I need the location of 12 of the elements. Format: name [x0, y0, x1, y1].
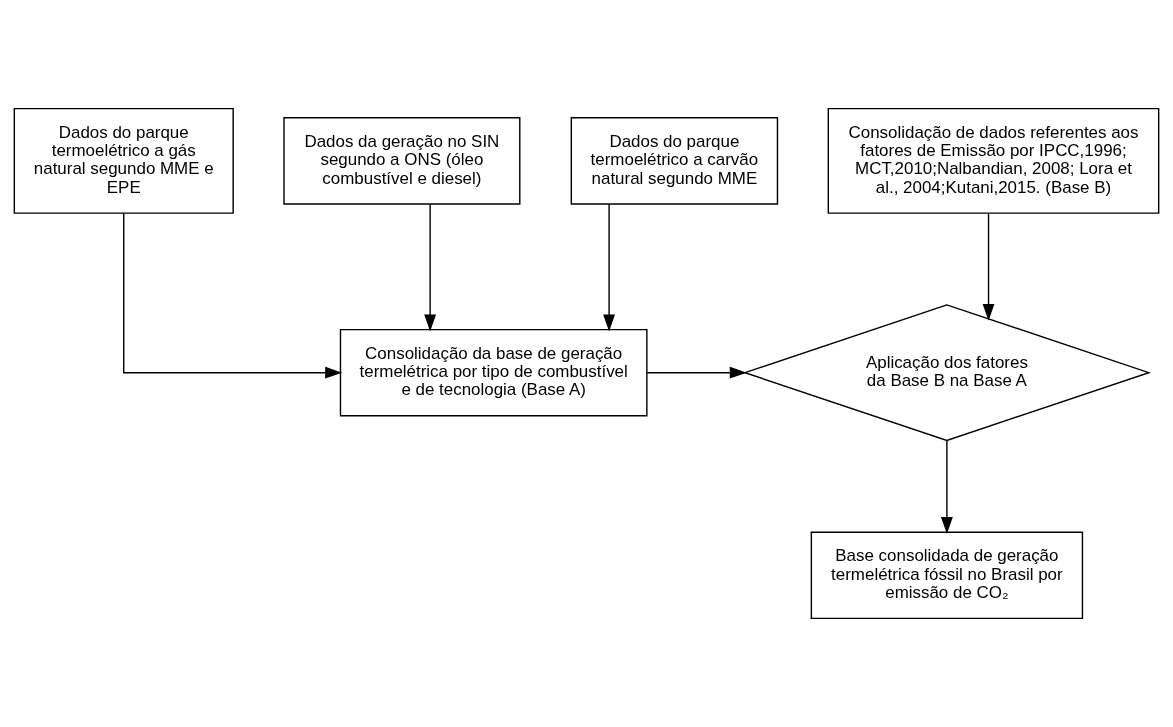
node-box: Base consolidada de geração termelétrica fóssil no Brasil por emissão de CO₂ [810, 531, 1084, 620]
node-box: Consolidação da base de geração termelétrica por tipo de combustível e de tecnologia (Base A) [339, 328, 648, 417]
node-box: Consolidação de dados referentes aos fatores de Emissão por IPCC,1996; MCT,2010;Nalbandian, 2008; Lora et al., 2004;Kutani,2015. (Base B) [827, 107, 1160, 214]
arrow [603, 203, 616, 332]
arrow [646, 366, 747, 379]
arrow [940, 440, 953, 535]
node-box: Dados da geração no SIN segundo a ONS (óleo combustível e diesel) [283, 117, 521, 205]
arrow [424, 203, 437, 332]
node-box: Dados do parque termoelétrico a carvão natural segundo MME [570, 117, 779, 205]
arrow [982, 212, 995, 321]
arrow [123, 212, 343, 379]
node-box: Dados do parque termoelétrico a gás natural segundo MME e EPE [13, 107, 234, 214]
